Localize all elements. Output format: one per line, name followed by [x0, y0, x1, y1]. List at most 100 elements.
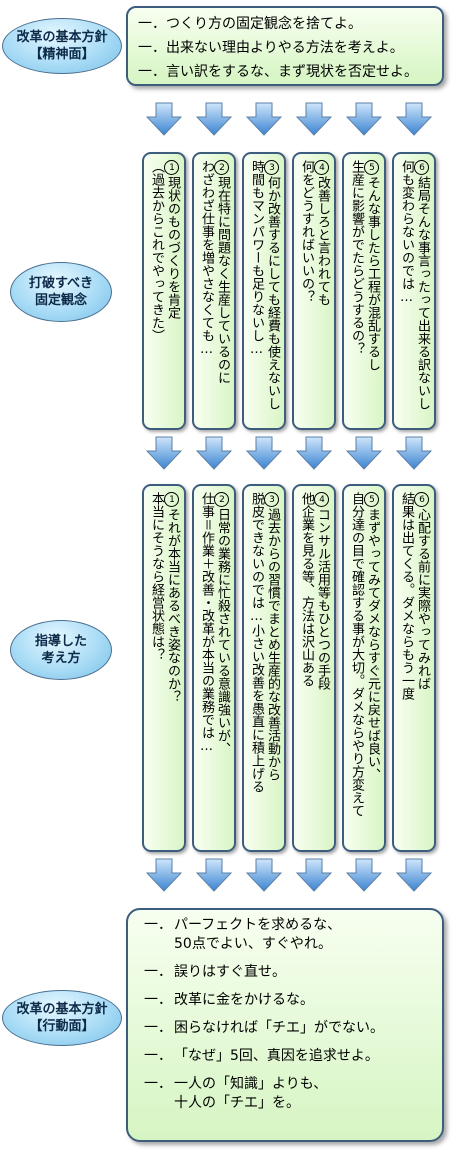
spirit-item: 一．つくり方の固定観念を捨てよ。 [138, 16, 362, 32]
fixed-idea-line: 何も変わらないのでは… [399, 160, 414, 305]
fixed-idea-text: 1現状のものづくりを肯定（過去からこれでやってきた） [148, 160, 180, 424]
fixed-idea-line: 現在特に問題なく生産しているのに [215, 176, 230, 384]
down-arrow-icon [195, 436, 233, 470]
down-arrow-icon [295, 858, 333, 892]
section-label-action: 改革の基本方針【行動面】 [2, 990, 122, 1046]
circled-number: 3 [264, 492, 279, 507]
guidance-line: まずやってみてダメならすぐ元に戻せば良い、 [365, 508, 380, 781]
guidance-text: 3過去からの習慣でまとめ生産的な改善活動から脱皮できないのでは…小さい改善を愚直… [248, 492, 280, 846]
down-arrow-icon [345, 436, 383, 470]
circled-number: 6 [414, 160, 429, 175]
action-principles-box: 一．パーフェクトを求めるな、 50点でよい、すぐやれ。 一．誤りはすぐ直せ。 一… [126, 908, 444, 1142]
section-label-line: 改革の基本方針 [16, 1002, 108, 1017]
fixed-idea-panel: 5そんな事したら工程が混乱するし生産に影響がでたらどうするの？ [342, 152, 386, 430]
fixed-idea-text: 4改善しろと言われても何をどうすればいいの？ [298, 160, 330, 424]
guidance-line: 他企業を見る等、方法は沢山ある [299, 492, 314, 687]
fixed-idea-panel: 6結局そんな事言ったって出来る訳ないし何も変わらないのでは… [392, 152, 436, 430]
action-text: 困らなければ「チエ」がでない。 [174, 1020, 384, 1036]
action-dash: 一． [144, 964, 172, 980]
section-label-line: 【行動面】 [29, 1019, 95, 1034]
guidance-panel: 6心配する前に実際やってみれば結果は出てくる。ダメならもう一度 [392, 484, 436, 852]
action-item: 一．パーフェクトを求めるな、 50点でよい、すぐやれ。 [144, 916, 442, 954]
arrow-row [0, 858, 456, 892]
spirit-item: 一．言い訳をするな、まず現状を否定せよ。 [138, 64, 418, 80]
guidance-text: 5まずやってみてダメならすぐ元に戻せば良い、自分達の目で確認する事が大切。ダメな… [348, 492, 380, 846]
down-arrow-icon [395, 436, 433, 470]
down-arrow-icon [295, 102, 333, 136]
action-text: 誤りはすぐ直せ。 [174, 964, 286, 980]
down-arrow-icon [295, 436, 333, 470]
section-label-line: 考え方 [41, 651, 81, 666]
action-text: 改革に金をかけるな。 [174, 992, 314, 1008]
section-label-line: 改革の基本方針 [16, 30, 108, 45]
action-item: 一．「なぜ」5回、真因を追求せよ。 [144, 1047, 442, 1066]
guidance-line: 過去からの習慣でまとめ生産的な改善活動から [265, 508, 280, 781]
fixed-idea-line: （過去からこれでやってきた） [149, 160, 164, 342]
action-text: 一人の「知識」よりも、 十人の「チエ」を。 [174, 1076, 328, 1111]
down-arrow-icon [195, 858, 233, 892]
arrow-row [0, 102, 456, 136]
guidance-text: 4コンサル活用等もひとつの手段他企業を見る等、方法は沢山ある [298, 492, 330, 846]
spirit-item: 一．出来ない理由よりやる方法を考えよ。 [138, 40, 404, 56]
guidance-panel: 3過去からの習慣でまとめ生産的な改善活動から脱皮できないのでは…小さい改善を愚直… [242, 484, 286, 852]
guidance-line: 本当にそうなら経営状態は？ [149, 492, 164, 661]
guidance-text: 1それが本当にあるべき姿なのか？本当にそうなら経営状態は？ [148, 492, 180, 846]
fixed-idea-text: 3何か改善するにしても経費も使えないし時間もマンパワーも足りないし… [248, 160, 280, 424]
down-arrow-icon [245, 436, 283, 470]
circled-number: 2 [214, 160, 229, 175]
down-arrow-icon [145, 436, 183, 470]
fixed-idea-line: 生産に影響がでたらどうするの？ [349, 160, 364, 355]
guidance-panel: 1それが本当にあるべき姿なのか？本当にそうなら経営状態は？ [142, 484, 186, 852]
section-label-line: 【精神面】 [29, 47, 95, 62]
guidance-line: コンサル活用等もひとつの手段 [315, 508, 330, 690]
down-arrow-icon [245, 102, 283, 136]
action-dash: 一． [144, 1076, 172, 1092]
fixed-idea-line: 現状のものづくりを肯定 [165, 176, 180, 319]
section-label-spirit: 改革の基本方針【精神面】 [2, 18, 122, 74]
action-text: 「なぜ」5回、真因を追求せよ。 [174, 1048, 379, 1064]
guidance-line: 仕事＝作業＋改善・改革が本当の業務では… [199, 492, 214, 754]
down-arrow-icon [245, 858, 283, 892]
section-label-guidance: 指導した考え方 [10, 620, 112, 680]
down-arrow-icon [145, 858, 183, 892]
circled-number: 5 [364, 160, 379, 175]
down-arrow-icon [345, 858, 383, 892]
fixed-idea-line: 改善しろと言われても [315, 176, 330, 306]
fixed-idea-text: 6結局そんな事言ったって出来る訳ないし何も変わらないのでは… [398, 160, 430, 424]
circled-number: 4 [314, 160, 329, 175]
circled-number: 1 [164, 492, 179, 507]
circled-number: 1 [164, 160, 179, 175]
fixed-idea-line: わざわざ仕事を増やさなくても… [199, 160, 214, 357]
guidance-line: 心配する前に実際やってみれば [415, 508, 430, 690]
action-dash: 一． [144, 1020, 172, 1036]
action-item: 一．一人の「知識」よりも、 十人の「チエ」を。 [144, 1075, 442, 1113]
action-text: パーフェクトを求めるな、 50点でよい、すぐやれ。 [174, 917, 342, 952]
guidance-panel: 5まずやってみてダメならすぐ元に戻せば良い、自分達の目で確認する事が大切。ダメな… [342, 484, 386, 852]
action-dash: 一． [144, 1048, 172, 1064]
fixed-idea-line: 時間もマンパワーも足りないし… [249, 160, 264, 357]
action-item: 一．改革に金をかけるな。 [144, 991, 442, 1010]
fixed-idea-panel: 2現在特に問題なく生産しているのにわざわざ仕事を増やさなくても… [192, 152, 236, 430]
fixed-idea-line: 何か改善するにしても経費も使えないし [265, 176, 280, 410]
fixed-idea-text: 2現在特に問題なく生産しているのにわざわざ仕事を増やさなくても… [198, 160, 230, 424]
guidance-line: 脱皮できないのでは…小さい改善を愚直に積上げる [249, 492, 264, 793]
circled-number: 4 [314, 492, 329, 507]
section-label-fixed-ideas: 打破すべき固定観念 [10, 262, 112, 322]
fixed-idea-text: 5そんな事したら工程が混乱するし生産に影響がでたらどうするの？ [348, 160, 380, 424]
down-arrow-icon [345, 102, 383, 136]
guidance-line: それが本当にあるべき姿なのか？ [165, 508, 180, 703]
action-dash: 一． [144, 992, 172, 1008]
down-arrow-icon [395, 102, 433, 136]
guidance-panel: 4コンサル活用等もひとつの手段他企業を見る等、方法は沢山ある [292, 484, 336, 852]
action-item: 一．誤りはすぐ直せ。 [144, 963, 442, 982]
guidance-line: 自分達の目で確認する事が大切。ダメならやり方変えて [349, 492, 364, 817]
down-arrow-icon [145, 102, 183, 136]
guidance-line: 日常の業務に忙殺されている意識強いが、 [215, 508, 230, 755]
down-arrow-icon [395, 858, 433, 892]
fixed-idea-panel: 3何か改善するにしても経費も使えないし時間もマンパワーも足りないし… [242, 152, 286, 430]
action-dash: 一． [144, 917, 172, 933]
fixed-idea-line: 結局そんな事言ったって出来る訳ないし [415, 176, 430, 410]
arrow-row [0, 436, 456, 470]
fixed-idea-line: 何をどうすればいいの？ [299, 160, 314, 303]
circled-number: 2 [214, 492, 229, 507]
